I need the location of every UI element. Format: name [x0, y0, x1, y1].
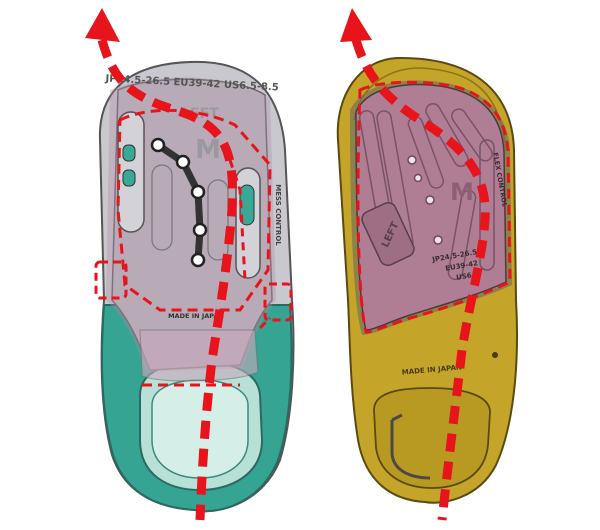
left-size-letter: M	[195, 135, 221, 165]
right-flow-line	[351, 38, 490, 521]
right-size-letter: M	[450, 178, 474, 206]
left-mid-plate	[111, 78, 273, 371]
left-flow-line	[97, 38, 237, 521]
right-side-box	[263, 282, 293, 322]
left-side-label: MESS CONTROL	[274, 184, 282, 246]
annotations	[85, 8, 512, 521]
left-made-in: MADE IN JAPAN	[168, 312, 224, 320]
left-side-box	[94, 260, 128, 300]
left-arrow-head	[85, 8, 120, 42]
right-size-text-3: US6.5	[456, 270, 480, 282]
left-overlay	[106, 77, 276, 373]
right-arrow-head	[340, 8, 372, 42]
